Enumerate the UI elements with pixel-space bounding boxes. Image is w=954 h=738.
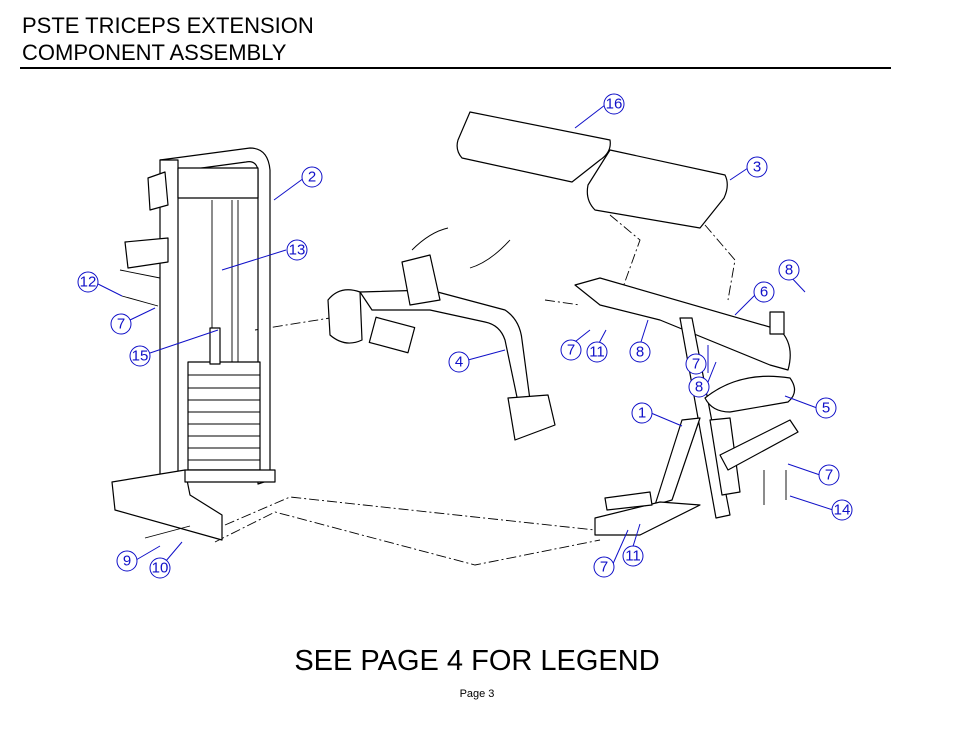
guide-line-pad-right [704,224,736,301]
pivot-arm-4 [327,227,556,441]
svg-text:8: 8 [785,262,793,279]
svg-text:16: 16 [606,96,623,113]
svg-text:3: 3 [753,159,761,176]
roller-pad-16 [456,111,611,183]
callout-3: 3 [746,156,768,178]
svg-text:8: 8 [636,344,644,361]
callout-8-frame: 8 [688,376,710,398]
svg-text:1: 1 [638,405,646,422]
callout-8-top: 8 [778,259,800,281]
svg-text:4: 4 [455,354,463,371]
callout-7-seat: 7 [818,464,840,486]
diagram-title-line-2: COMPONENT ASSEMBLY [22,40,287,65]
weight-stack-tower [111,147,276,541]
svg-text:9: 9 [123,553,131,570]
svg-text:7: 7 [567,342,575,359]
svg-text:11: 11 [625,548,641,565]
callout-1: 1 [631,402,653,424]
callout-7-tower: 7 [110,313,132,335]
svg-text:15: 15 [132,348,149,365]
arm-pad-3 [586,149,728,229]
callout-13: 13 [286,239,308,261]
callout-5: 5 [815,397,837,419]
callout-6: 6 [753,281,775,303]
svg-text:7: 7 [117,316,125,333]
callout-7-frame: 7 [685,353,707,375]
callout-7-arm: 7 [560,339,582,361]
page-number: Page 3 [459,688,495,700]
callout-2: 2 [301,166,323,188]
svg-text:5: 5 [822,400,830,417]
callout-11-base: 11 [622,545,644,567]
legend-note: SEE PAGE 4 FOR LEGEND [294,645,660,677]
seat-5 [704,375,796,413]
svg-text:7: 7 [692,356,700,373]
svg-text:11: 11 [589,344,605,361]
callout-7-base: 7 [593,556,615,578]
guide-line-base-lower [214,511,601,566]
svg-text:7: 7 [825,467,833,484]
callout-12: 12 [77,271,99,293]
callout-11-arm: 11 [586,341,608,363]
callout-16: 16 [603,93,625,115]
guide-line-arm [544,299,581,306]
svg-text:8: 8 [695,379,703,396]
callout-10: 10 [149,557,171,579]
callout-14: 14 [831,499,853,521]
callout-9: 9 [116,550,138,572]
callout-15: 15 [129,345,151,367]
guide-line-base-upper [224,496,596,531]
title-underline [20,67,891,69]
svg-text:12: 12 [80,274,97,291]
callout-8-arm: 8 [629,341,651,363]
svg-text:14: 14 [834,502,851,519]
svg-text:13: 13 [289,242,306,259]
diagram-title-line-1: PSTE TRICEPS EXTENSION [22,13,314,38]
svg-text:2: 2 [308,169,316,186]
svg-text:10: 10 [152,560,169,577]
callout-4: 4 [448,351,470,373]
guide-line-cable [254,317,331,331]
svg-text:7: 7 [600,559,608,576]
svg-text:6: 6 [760,284,768,301]
guide-line-pad-left [609,214,641,291]
